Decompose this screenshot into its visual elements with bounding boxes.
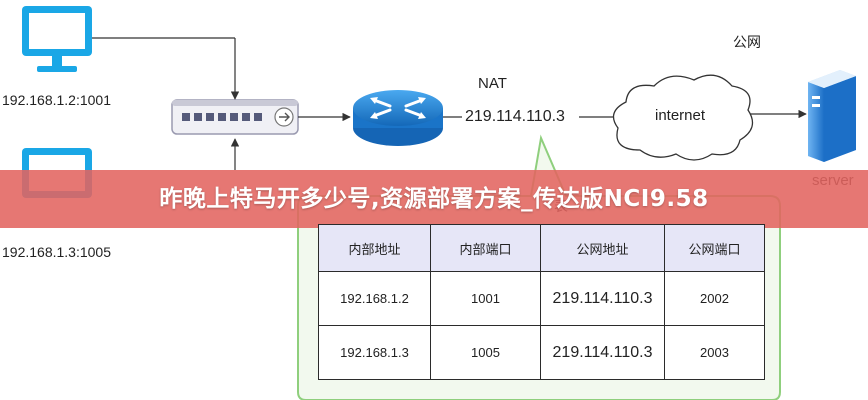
- nat-label: NAT: [478, 75, 507, 92]
- monitor-icon: [22, 6, 92, 72]
- header-internal-port: 内部端口: [430, 224, 541, 272]
- cell-public-address: 219.114.110.3: [540, 271, 665, 326]
- router-icon: [353, 90, 443, 146]
- cell-public-address: 219.114.110.3: [540, 325, 665, 380]
- nat-mapping-table: 内部地址 内部端口 公网地址 公网端口 192.168.1.2 1001 219…: [318, 224, 765, 380]
- switch-icon: [171, 99, 299, 135]
- server-icon: [808, 70, 856, 162]
- cell-internal-port: 1001: [430, 271, 541, 326]
- header-public-port: 公网端口: [664, 224, 765, 272]
- header-public-address: 公网地址: [540, 224, 665, 272]
- table-row: 192.168.1.2 1001 219.114.110.3 2002: [318, 271, 765, 326]
- nat-ip-label: 219.114.110.3: [465, 108, 565, 125]
- public-network-label: 公网: [733, 34, 761, 50]
- overlay-banner-text: 昨晚上特马开多少号,资源部署方案_传达版NCI9.58: [159, 186, 709, 212]
- cell-internal-address: 192.168.1.2: [318, 271, 431, 326]
- cell-public-port: 2003: [664, 325, 765, 380]
- cell-internal-address: 192.168.1.3: [318, 325, 431, 380]
- client1-address-label: 192.168.1.2:1001: [2, 92, 111, 108]
- header-internal-address: 内部地址: [318, 224, 431, 272]
- client2-address-label: 192.168.1.3:1005: [2, 244, 111, 260]
- internet-label: internet: [655, 107, 706, 124]
- cell-public-port: 2002: [664, 271, 765, 326]
- table-row: 192.168.1.3 1005 219.114.110.3 2003: [318, 325, 765, 380]
- cell-internal-port: 1005: [430, 325, 541, 380]
- table-header-row: 内部地址 内部端口 公网地址 公网端口: [318, 224, 765, 272]
- cloud-icon: [612, 74, 754, 161]
- overlay-banner: [0, 170, 868, 228]
